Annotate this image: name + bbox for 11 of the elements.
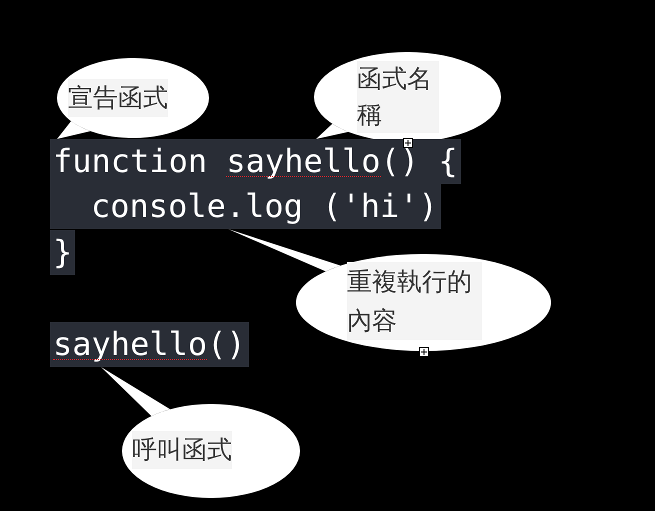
- callout-text: 重複執行的內容: [347, 262, 482, 340]
- callout-text: 宣告函式: [68, 79, 168, 117]
- speech-bubble: [314, 52, 501, 142]
- callout-text: 函式名稱: [357, 61, 439, 133]
- callout-tail: [57, 121, 91, 139]
- speech-bubble: [57, 58, 209, 138]
- callout-tail: [316, 124, 348, 139]
- speech-bubble: [296, 254, 551, 351]
- callout-tail: [228, 229, 341, 272]
- callout-tail: [101, 367, 170, 416]
- callout-text: 呼叫函式: [132, 431, 232, 469]
